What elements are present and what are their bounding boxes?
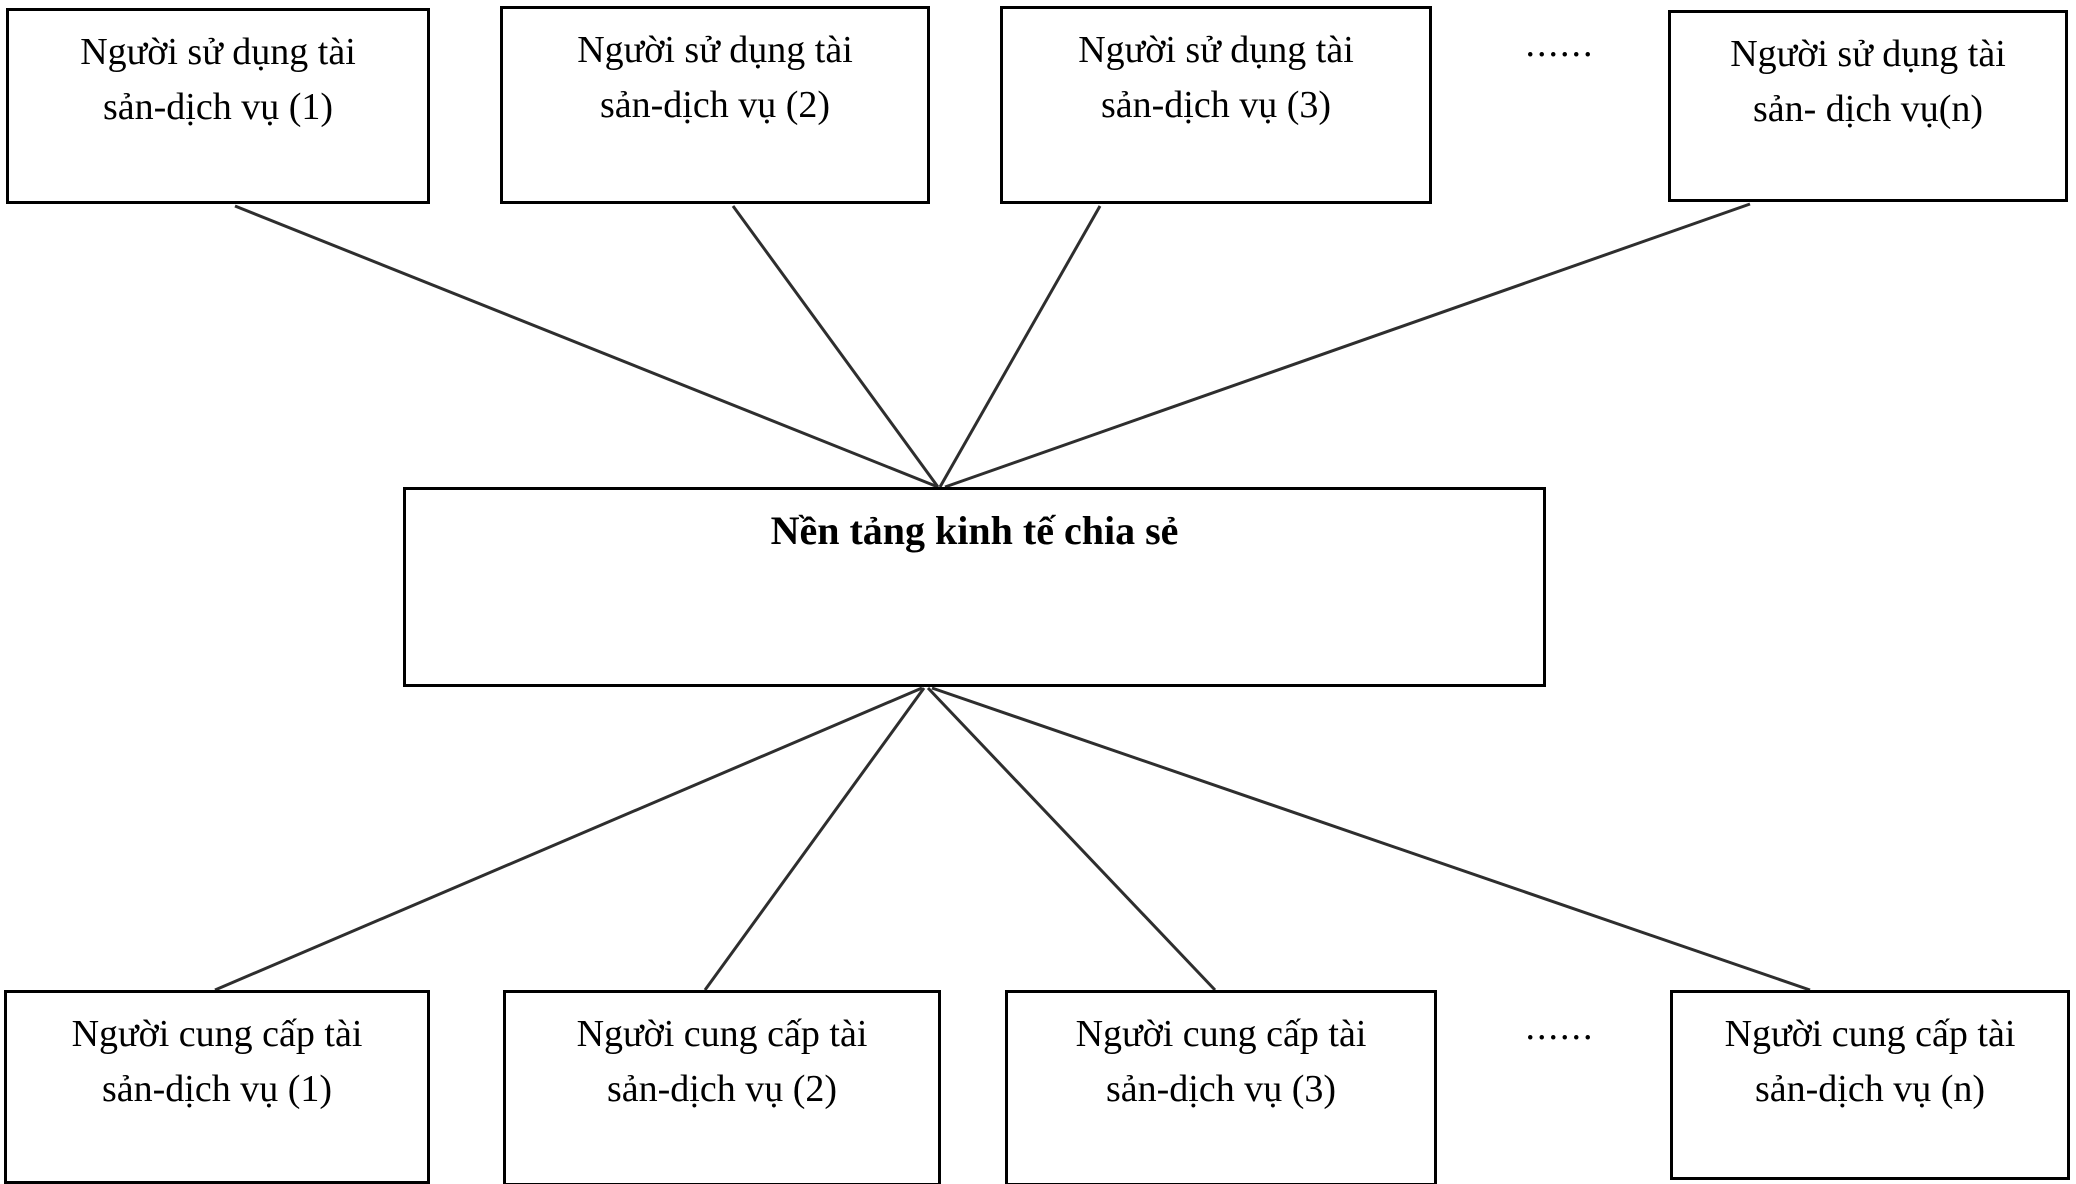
provider-box-n: Người cung cấp tài sản-dịch vụ (n) [1670, 990, 2070, 1180]
provider-box-3-label: Người cung cấp tài sản-dịch vụ (3) [1075, 1013, 1367, 1111]
top-row-ellipsis: ...... [1525, 23, 1595, 65]
provider-box-1-label: Người cung cấp tài sản-dịch vụ (1) [71, 1013, 363, 1111]
connector-user3 [938, 205, 1102, 488]
user-box-1-label: Người sử dụng tài sản-dịch vụ (1) [80, 31, 356, 129]
connector-user2 [731, 205, 940, 488]
user-box-3-label: Người sử dụng tài sản-dịch vụ (3) [1078, 29, 1354, 127]
user-box-1: Người sử dụng tài sản-dịch vụ (1) [6, 8, 430, 204]
connector-provider1 [214, 686, 923, 992]
provider-box-2: Người cung cấp tài sản-dịch vụ (2) [503, 990, 941, 1184]
user-box-n: Người sử dụng tài sản- dịch vụ(n) [1668, 10, 2068, 202]
platform-box-label: Nền tảng kinh tế chia sẻ [770, 508, 1179, 553]
provider-box-3: Người cung cấp tài sản-dịch vụ (3) [1005, 990, 1437, 1184]
user-box-3: Người sử dụng tài sản-dịch vụ (3) [1000, 6, 1432, 204]
platform-box: Nền tảng kinh tế chia sẻ [403, 487, 1546, 687]
connector-provider2 [703, 687, 926, 991]
provider-box-n-label: Người cung cấp tài sản-dịch vụ (n) [1724, 1013, 2016, 1111]
connector-provider-n [931, 686, 1811, 992]
user-box-2: Người sử dụng tài sản-dịch vụ (2) [500, 6, 930, 204]
provider-box-1: Người cung cấp tài sản-dịch vụ (1) [4, 990, 430, 1184]
user-box-2-label: Người sử dụng tài sản-dịch vụ (2) [577, 29, 853, 127]
bottom-row-ellipsis: ...... [1525, 1006, 1595, 1048]
user-box-n-label: Người sử dụng tài sản- dịch vụ(n) [1730, 33, 2006, 131]
connector-provider3 [926, 686, 1217, 992]
connector-user1 [234, 204, 939, 489]
connector-user-n [944, 202, 1751, 489]
provider-box-2-label: Người cung cấp tài sản-dịch vụ (2) [576, 1013, 868, 1111]
